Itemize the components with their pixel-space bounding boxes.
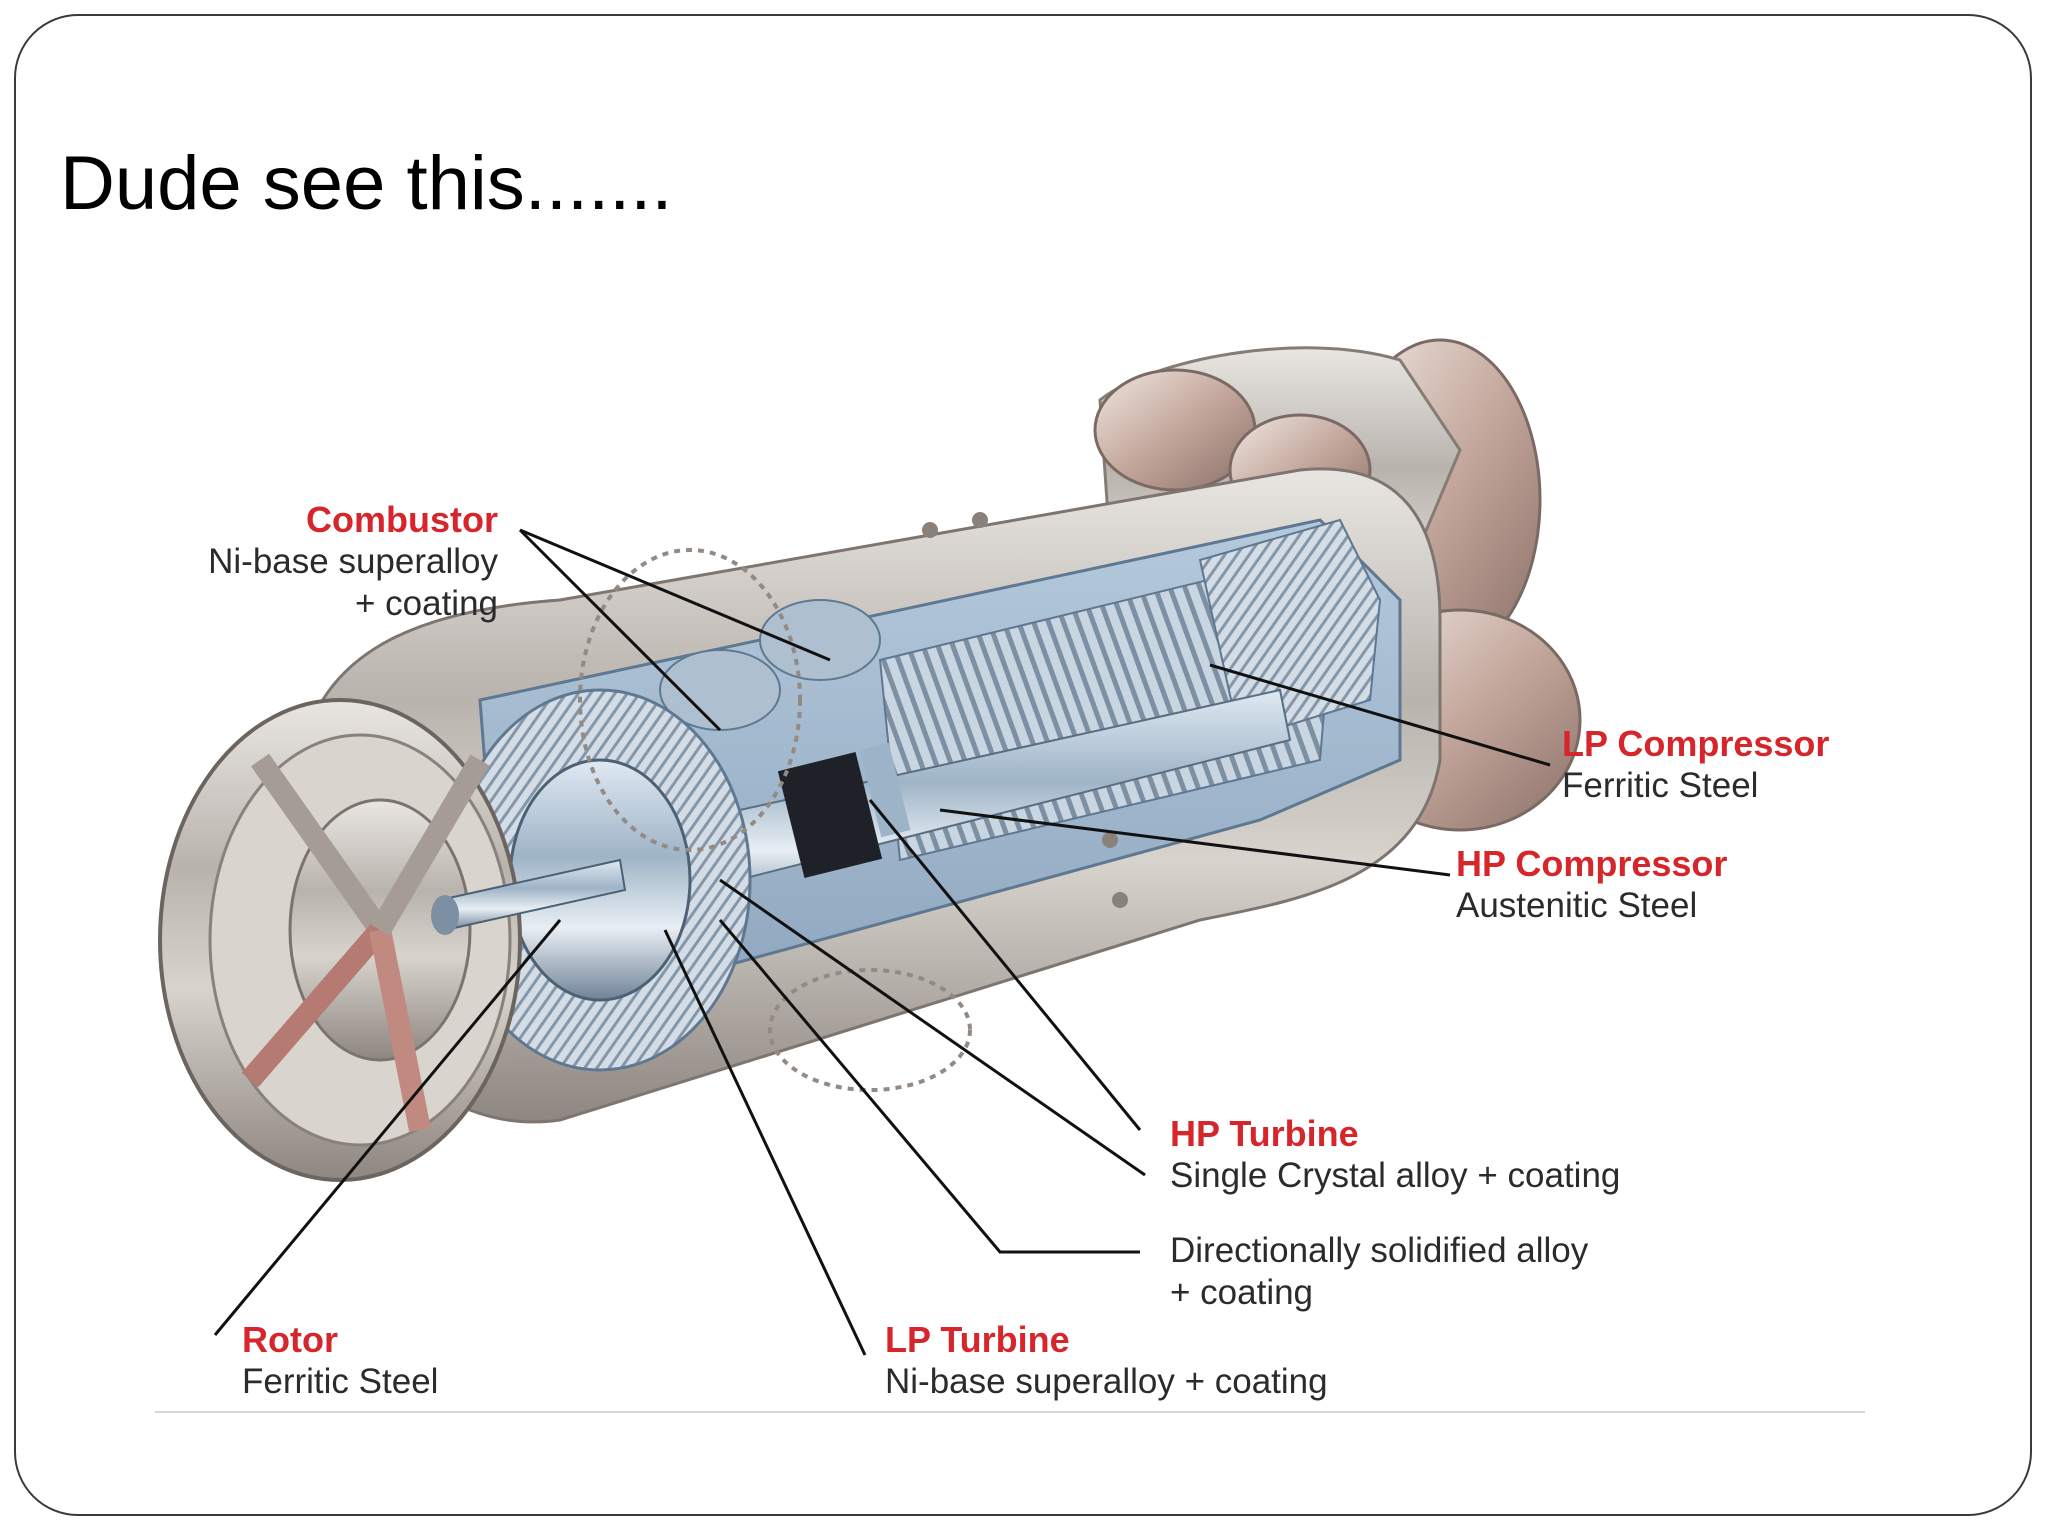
label-ds-alloy-material-2: + coating xyxy=(1170,1273,1314,1312)
leader-lines xyxy=(213,528,1551,1356)
label-hp-turbine-material: Single Crystal alloy + coating xyxy=(1170,1156,1621,1196)
slide-title: Dude see this....... xyxy=(60,141,673,226)
label-hp-turbine-name: HP Turbine xyxy=(1170,1113,1359,1154)
leader-ds-alloy xyxy=(718,919,1140,1254)
leader-lp-turbine xyxy=(663,929,867,1356)
label-hp-compressor: HP Compressor Austenitic Steel xyxy=(1456,842,1727,927)
label-lp-turbine-name: LP Turbine xyxy=(885,1319,1070,1360)
leader-combustor-1 xyxy=(519,528,831,662)
label-combustor-name: Combustor xyxy=(306,499,498,540)
label-lp-compressor-name: LP Compressor xyxy=(1562,723,1830,764)
leader-hp-turbine-1 xyxy=(868,799,1142,1131)
label-combustor-material-2: + coating xyxy=(354,584,498,624)
leader-lp-compressor xyxy=(1209,663,1551,767)
label-lp-compressor-material: Ferritic Steel xyxy=(1562,766,1759,806)
label-hp-compressor-material: Austenitic Steel xyxy=(1456,886,1698,926)
label-lp-turbine: LP Turbine Ni-base superalloy + coating xyxy=(885,1318,1328,1403)
label-ds-alloy: Directionally solidified alloy + coating xyxy=(1170,1230,1588,1314)
label-combustor-material-1: Ni-base superalloy xyxy=(208,542,498,582)
label-hp-turbine: HP Turbine Single Crystal alloy + coatin… xyxy=(1170,1112,1620,1197)
leader-combustor-2 xyxy=(518,528,722,732)
engine-body xyxy=(158,338,1582,1182)
leader-hp-turbine-2 xyxy=(719,878,1146,1177)
label-hp-compressor-name: HP Compressor xyxy=(1456,843,1728,884)
label-rotor-name: Rotor xyxy=(242,1319,338,1360)
label-rotor: Rotor Ferritic Steel xyxy=(242,1318,438,1403)
leader-rotor xyxy=(213,919,562,1336)
label-combustor: Combustor Ni-base superalloy + coating xyxy=(150,498,498,625)
label-lp-compressor: LP Compressor Ferritic Steel xyxy=(1562,722,1829,807)
leader-hp-compressor xyxy=(939,808,1451,877)
label-rotor-material: Ferritic Steel xyxy=(242,1362,439,1402)
label-ds-alloy-material-1: Directionally solidified alloy xyxy=(1170,1231,1589,1270)
label-lp-turbine-material: Ni-base superalloy + coating xyxy=(885,1362,1328,1402)
